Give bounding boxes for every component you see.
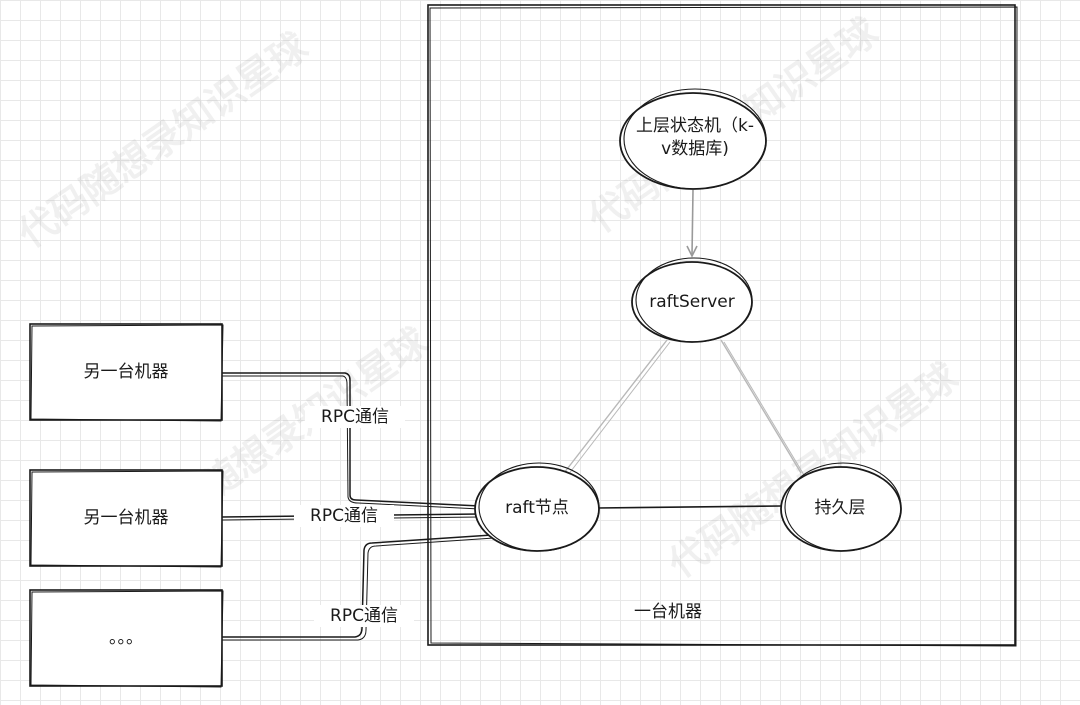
edge-server-to-persistence bbox=[720, 339, 805, 476]
state-machine-label-line2: v数据库) bbox=[661, 139, 729, 159]
edge-server-to-raft-node bbox=[563, 339, 671, 476]
external-machine-box-1 bbox=[29, 323, 224, 422]
external-machine-label-2: 另一台机器 bbox=[83, 508, 169, 528]
external-machine-label-1: 另一台机器 bbox=[83, 362, 169, 382]
raft-node-label: raft节点 bbox=[505, 498, 569, 518]
machine-box bbox=[427, 4, 1018, 647]
rpc-label-2: RPC通信 bbox=[294, 505, 394, 527]
external-machine-box-3 bbox=[29, 589, 224, 688]
rpc-label-3: RPC通信 bbox=[314, 605, 414, 627]
machine-label: 一台机器 bbox=[634, 602, 702, 622]
external-machine-label-3: 。。。 bbox=[109, 628, 143, 648]
raft-server-node bbox=[631, 257, 753, 343]
rpc-connector-1 bbox=[222, 372, 481, 510]
arrow-state-to-server bbox=[686, 189, 698, 258]
state-machine-label-line1: 上层状态机（k- bbox=[636, 116, 754, 136]
edge-raft-node-to-persistence bbox=[596, 505, 783, 509]
persistence-node bbox=[780, 462, 902, 552]
rpc-label-1: RPC通信 bbox=[305, 406, 405, 428]
raft-server-label: raftServer bbox=[649, 292, 735, 312]
external-machine-box-2 bbox=[29, 469, 224, 568]
persistence-label: 持久层 bbox=[814, 498, 866, 518]
rpc-connector-3 bbox=[222, 534, 495, 641]
state-machine-node bbox=[619, 88, 767, 190]
raft-node bbox=[474, 462, 600, 552]
